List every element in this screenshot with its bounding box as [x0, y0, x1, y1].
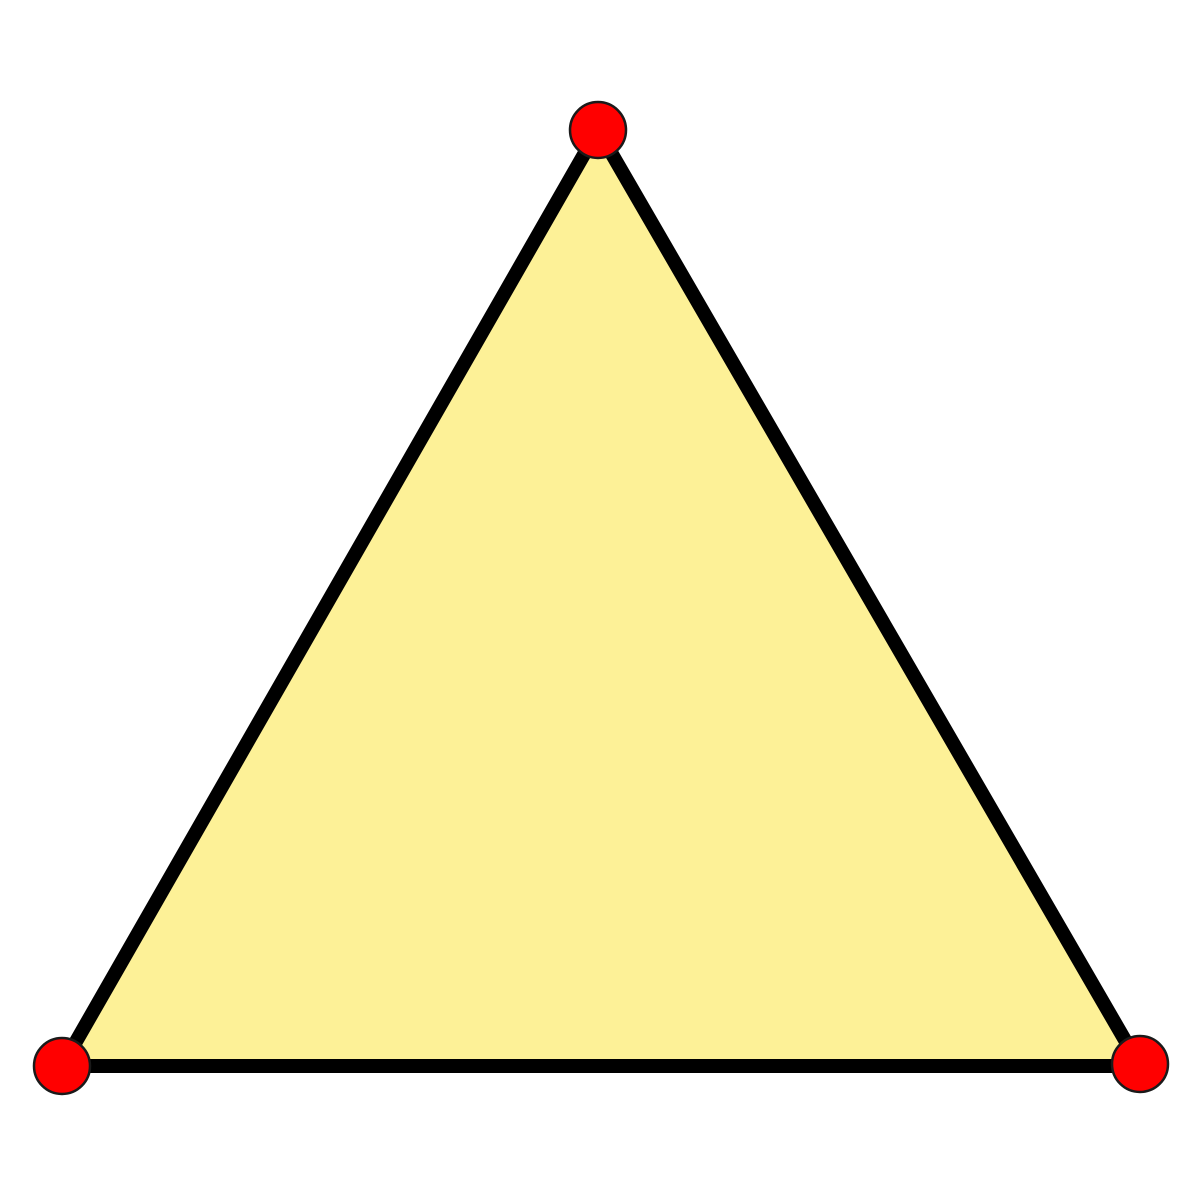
bottom-right-vertex: [1110, 1034, 1170, 1094]
vertex-markers: [32, 100, 1170, 1096]
top-vertex: [568, 100, 628, 160]
triangle-shape: [49, 115, 1153, 1073]
bottom-left-vertex: [32, 1036, 92, 1096]
